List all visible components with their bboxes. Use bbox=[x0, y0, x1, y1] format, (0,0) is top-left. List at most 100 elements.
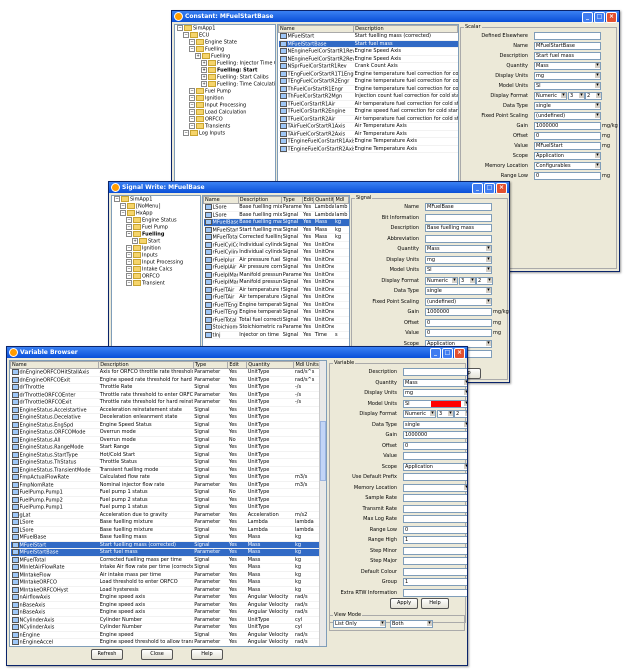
expand-icon[interactable]: − bbox=[189, 95, 195, 101]
property-field[interactable]: 0 bbox=[425, 329, 492, 337]
table-row[interactable]: rFuelTEngineEngine temperature fuel ...S… bbox=[203, 301, 349, 309]
help-button[interactable]: Help bbox=[421, 598, 449, 609]
expand-icon[interactable]: − bbox=[189, 109, 195, 115]
property-field[interactable]: SI bbox=[425, 266, 492, 274]
table-row[interactable]: rFuelCylinderCorrectionsIndividual cylin… bbox=[203, 248, 349, 257]
apply-button[interactable]: Apply bbox=[390, 598, 418, 609]
property-field[interactable] bbox=[403, 504, 467, 513]
expand-icon[interactable]: + bbox=[201, 74, 207, 80]
tree-item[interactable]: −Transient bbox=[112, 280, 200, 287]
tree-item[interactable]: −Engine Status bbox=[112, 217, 200, 224]
property-field[interactable]: MFuelBase bbox=[425, 203, 492, 211]
property-field[interactable]: 1000000 bbox=[425, 308, 492, 316]
tree-item[interactable]: −HxApp bbox=[112, 210, 200, 217]
column-header[interactable]: Name bbox=[10, 361, 100, 369]
property-field[interactable] bbox=[425, 213, 492, 222]
property-field[interactable] bbox=[425, 234, 492, 243]
expand-icon[interactable]: − bbox=[189, 88, 195, 94]
constant-titlebar[interactable]: Constant: MFuelStartBase _ □ × bbox=[172, 11, 619, 23]
expand-icon[interactable]: − bbox=[126, 266, 132, 272]
tree-item[interactable]: −Inputs bbox=[112, 252, 200, 259]
property-field[interactable] bbox=[403, 494, 467, 502]
property-field[interactable]: Mass bbox=[425, 245, 492, 253]
property-field[interactable]: SI bbox=[534, 82, 601, 90]
expand-icon[interactable]: − bbox=[177, 25, 183, 31]
view-mode-select-2[interactable]: Both bbox=[390, 620, 433, 628]
column-header[interactable]: Quantity bbox=[313, 196, 335, 204]
property-field[interactable] bbox=[534, 32, 601, 40]
tree-item[interactable]: +Fuelling bbox=[175, 53, 275, 60]
expand-icon[interactable]: − bbox=[189, 116, 195, 122]
property-field[interactable]: Mass bbox=[403, 378, 467, 387]
expand-icon[interactable]: + bbox=[201, 60, 207, 66]
digits-field[interactable]: 2 bbox=[454, 410, 467, 418]
digits-field[interactable]: 2 bbox=[476, 276, 493, 285]
help-button-bottom[interactable]: Help bbox=[191, 649, 223, 660]
property-field[interactable]: 0 bbox=[403, 441, 467, 450]
expand-icon[interactable]: − bbox=[189, 102, 195, 108]
property-field[interactable]: 0 bbox=[534, 132, 601, 140]
expand-icon[interactable]: − bbox=[126, 217, 132, 223]
tree-item[interactable]: +Fuelling: Time Calculatic bbox=[175, 81, 275, 88]
table-row[interactable]: StoichiometricStoichiometric ration for … bbox=[203, 323, 349, 332]
close-icon[interactable]: × bbox=[496, 183, 507, 194]
property-field[interactable]: single bbox=[425, 287, 492, 295]
property-field[interactable] bbox=[403, 588, 467, 597]
property-field[interactable]: 1000000 bbox=[534, 122, 601, 130]
tree-item[interactable]: −Input Processing bbox=[112, 259, 200, 266]
property-field[interactable]: MFuelStart bbox=[534, 142, 601, 150]
property-field[interactable] bbox=[403, 557, 467, 565]
property-field[interactable]: Application bbox=[403, 462, 467, 471]
property-field[interactable]: (undefined) bbox=[425, 297, 492, 306]
tree-item[interactable]: −ORFCO bbox=[112, 273, 200, 280]
tree-item[interactable]: −Load Calculation bbox=[175, 109, 275, 116]
column-header[interactable]: Quantity bbox=[246, 361, 295, 369]
expand-icon[interactable]: − bbox=[126, 231, 132, 237]
expand-icon[interactable]: − bbox=[126, 280, 132, 286]
scroll-thumb[interactable] bbox=[320, 421, 326, 481]
property-field[interactable]: mg bbox=[403, 389, 467, 397]
expand-icon[interactable]: + bbox=[132, 238, 138, 244]
property-field[interactable] bbox=[403, 473, 467, 481]
property-field[interactable]: 1 bbox=[403, 578, 467, 586]
digits-field[interactable]: 3 bbox=[459, 276, 476, 285]
view-mode-select[interactable]: List Only bbox=[333, 620, 386, 628]
property-field[interactable] bbox=[403, 483, 467, 492]
expand-icon[interactable]: − bbox=[126, 245, 132, 251]
property-field[interactable]: Start fuel mass bbox=[534, 52, 601, 60]
expand-icon[interactable]: − bbox=[120, 210, 126, 216]
